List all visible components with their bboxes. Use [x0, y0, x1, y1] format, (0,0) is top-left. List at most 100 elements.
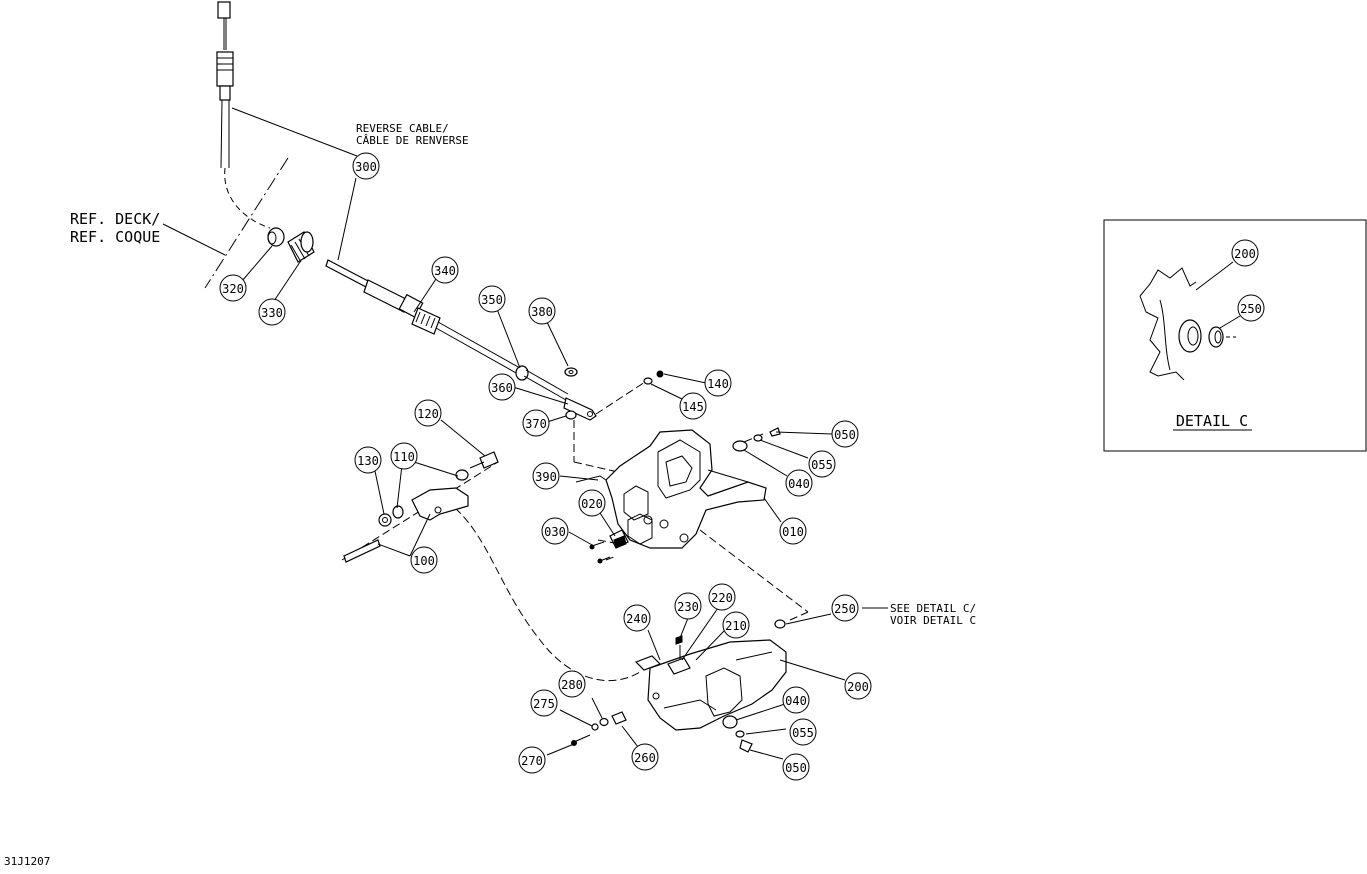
callout-number: 380: [531, 305, 553, 319]
callout-number: 055: [792, 726, 814, 740]
callout-number: 260: [634, 751, 656, 765]
callout-240: 240: [623, 604, 651, 632]
figure-id: 31J1207: [4, 855, 51, 868]
callout-number: 055: [811, 458, 833, 472]
callout-circle: [530, 689, 558, 717]
callout-270: 270: [518, 746, 546, 774]
callout-040: 040: [782, 686, 810, 714]
callout-number: 390: [535, 470, 557, 484]
callout-320: 320: [219, 274, 247, 302]
callout-circle: [558, 670, 586, 698]
callout-210: 210: [722, 611, 750, 639]
callout-350: 350: [478, 285, 506, 313]
callout-circle: [722, 611, 750, 639]
callout-number: 200: [847, 680, 869, 694]
part-390-spring: [575, 475, 607, 483]
callout-number: 230: [677, 600, 699, 614]
ref-deck-line: [204, 157, 289, 289]
ref-deck-label-fr: REF. COQUE: [70, 228, 160, 246]
callout-number: 280: [561, 678, 583, 692]
callout-230: 230: [674, 592, 702, 620]
callout-050: 050: [782, 753, 810, 781]
callout-number: 020: [581, 497, 603, 511]
leader-lines: [231, 107, 888, 760]
callout-circle: [528, 297, 556, 325]
callout-circle: [541, 517, 569, 545]
callout-circle: [704, 369, 732, 397]
callout-circle: [414, 399, 442, 427]
callout-circle: [258, 298, 286, 326]
callout-circle: [522, 409, 550, 437]
callout-number: 240: [626, 612, 648, 626]
callout-circle: [831, 594, 859, 622]
part-100-lever: [343, 487, 469, 563]
part-140-145: [643, 370, 664, 385]
callout-110: 110: [390, 442, 418, 470]
callout-number: 120: [417, 407, 439, 421]
part-380-washer: [564, 367, 578, 377]
callout-circle: [488, 373, 516, 401]
callout-100: 100: [410, 546, 438, 574]
callout-circle: [431, 256, 459, 284]
callout-circle: [518, 746, 546, 774]
callout-number: 010: [782, 525, 804, 539]
callout-030: 030: [541, 517, 569, 545]
see-detail-label-en: SEE DETAIL C/: [890, 602, 976, 615]
callout-number: 210: [725, 619, 747, 633]
callout-number: 250: [1240, 302, 1262, 316]
ref-deck-label-en: REF. DECK/: [70, 210, 160, 228]
callout-300: 300: [352, 152, 380, 180]
callout-number: 040: [785, 694, 807, 708]
part-200-handle: [647, 639, 787, 731]
callout-280: 280: [558, 670, 586, 698]
callout-number: 100: [413, 554, 435, 568]
reverse-cable-label-fr: CÂBLE DE RENVERSE: [356, 134, 469, 147]
callout-number: 130: [357, 454, 379, 468]
callout-circle: [578, 489, 606, 517]
callout-380: 380: [528, 297, 556, 325]
callout-250: 250: [1237, 294, 1265, 322]
callout-circle: [532, 462, 560, 490]
callout-200: 200: [844, 672, 872, 700]
callout-120: 120: [414, 399, 442, 427]
callout-number: 110: [393, 450, 415, 464]
part-360-clevis: [563, 397, 597, 421]
callout-number: 140: [707, 377, 729, 391]
callout-circle: [623, 604, 651, 632]
callout-circle: [808, 450, 836, 478]
callout-275: 275: [530, 689, 558, 717]
callout-number: 300: [355, 160, 377, 174]
part-010-bracket: [605, 429, 767, 549]
callout-220: 220: [708, 583, 736, 611]
callout-number: 050: [834, 428, 856, 442]
callout-260: 260: [631, 743, 659, 771]
callout-circle: [789, 718, 817, 746]
callout-200: 200: [1231, 239, 1259, 267]
callout-circle: [782, 686, 810, 714]
callout-number: 250: [834, 602, 856, 616]
part-250-bushing: [774, 619, 786, 629]
callout-number: 050: [785, 761, 807, 775]
part-040-055-050-lower: [722, 715, 753, 753]
callout-circle: [1237, 294, 1265, 322]
callout-040: 040: [785, 469, 813, 497]
callout-circle: [354, 446, 382, 474]
part-260-270-275-280: [571, 711, 627, 746]
callout-circle: [831, 420, 859, 448]
callout-number: 030: [544, 525, 566, 539]
part-040-055-050-upper: [732, 427, 781, 452]
part-320-nut: [267, 227, 285, 247]
callout-circle: [779, 517, 807, 545]
callout-340: 340: [431, 256, 459, 284]
callout-number: 330: [261, 306, 283, 320]
callout-number: 200: [1234, 247, 1256, 261]
callout-055: 055: [808, 450, 836, 478]
callout-number: 350: [481, 293, 503, 307]
callout-number: 270: [521, 754, 543, 768]
assembly-dashed-lines: [341, 381, 809, 682]
callout-number: 220: [711, 591, 733, 605]
callout-130: 130: [354, 446, 382, 474]
detail-c-title: DETAIL C: [1176, 412, 1248, 430]
callout-020: 020: [578, 489, 606, 517]
